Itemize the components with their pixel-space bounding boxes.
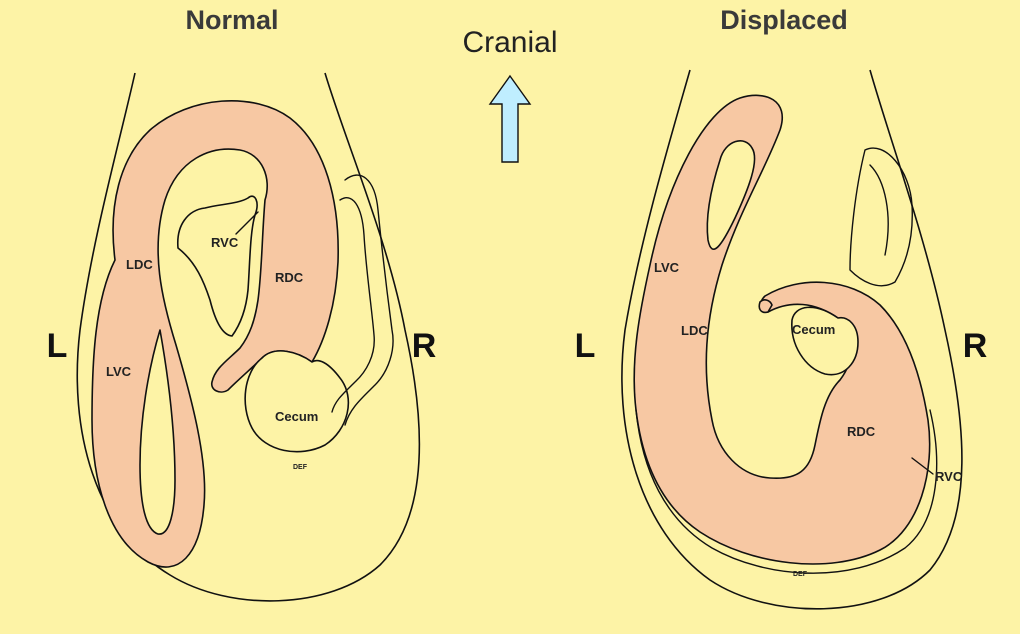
normal-right-fold-outer bbox=[344, 174, 394, 426]
normal-label-cecum: Cecum bbox=[275, 409, 318, 424]
normal-label-rvc: RVC bbox=[211, 235, 239, 250]
normal-rvc-pointer bbox=[235, 211, 259, 235]
displaced-panel: LVC LDC Cecum RDC RVC DEF bbox=[621, 69, 963, 610]
displaced-stump bbox=[758, 299, 773, 314]
displaced-label-def: DEF bbox=[793, 571, 808, 578]
displaced-upper-gap bbox=[706, 140, 756, 250]
displaced-right-fold bbox=[849, 147, 913, 287]
displaced-cecum bbox=[791, 306, 859, 376]
displaced-right-fold-inner bbox=[869, 164, 889, 256]
displaced-right-label: R bbox=[963, 327, 988, 365]
normal-label-def: DEF bbox=[293, 464, 308, 471]
displaced-rvc-outer-border bbox=[635, 409, 938, 574]
displaced-title: Displaced bbox=[720, 5, 848, 35]
normal-label-ldc: LDC bbox=[126, 257, 153, 272]
displaced-rvc-pointer bbox=[911, 457, 934, 475]
displaced-label-cecum: Cecum bbox=[792, 322, 835, 337]
normal-panel: LDC RVC RDC LVC Cecum DEF bbox=[76, 72, 421, 602]
displaced-abdomen-outline bbox=[621, 69, 963, 610]
normal-title: Normal bbox=[185, 5, 278, 35]
normal-left-label: L bbox=[47, 327, 68, 365]
displaced-label-lvc: LVC bbox=[654, 260, 680, 275]
displaced-label-rvc: RVC bbox=[935, 469, 963, 484]
displaced-label-ldc: LDC bbox=[681, 323, 708, 338]
normal-abdomen-outline bbox=[76, 72, 421, 602]
normal-ascending-colon bbox=[91, 100, 339, 568]
displaced-colon-loop bbox=[633, 94, 931, 565]
normal-label-lvc: LVC bbox=[106, 364, 132, 379]
cranial-label: Cranial bbox=[462, 26, 557, 59]
cranial-arrow-icon bbox=[488, 74, 532, 163]
normal-right-fold-inner bbox=[331, 197, 375, 413]
displaced-left-label: L bbox=[575, 327, 596, 365]
normal-lvc-inner-loop bbox=[139, 329, 176, 535]
normal-label-rdc: RDC bbox=[275, 270, 304, 285]
normal-right-label: R bbox=[412, 327, 437, 365]
normal-cecum bbox=[244, 350, 350, 453]
normal-rvc-gap bbox=[177, 195, 258, 337]
displaced-label-rdc: RDC bbox=[847, 424, 876, 439]
